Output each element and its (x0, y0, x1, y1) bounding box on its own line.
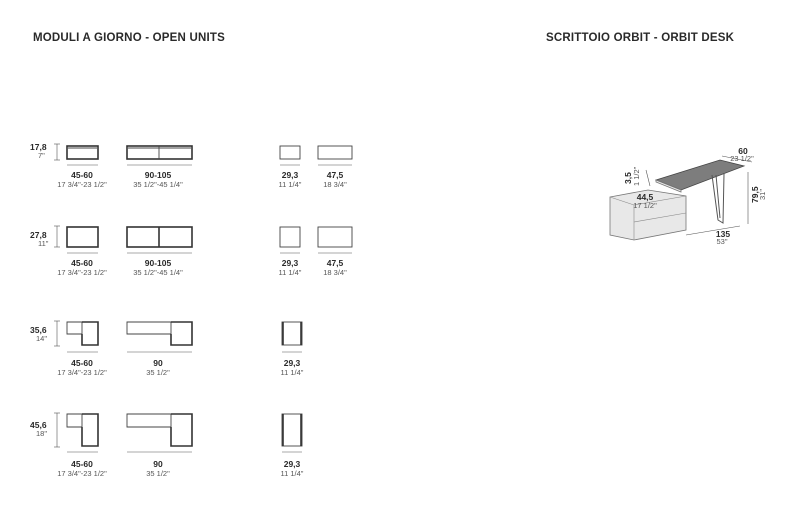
unit-outline (170, 321, 193, 346)
unit-outline (81, 321, 99, 346)
desk-thickness-in: 1 1/2" (632, 166, 641, 186)
width-in: 35 1/2" (146, 469, 170, 478)
orbit-desk-drawing: 60 23 1/2" 3,5 1 1/2" 44,5 17 1/2" 79,5 … (609, 146, 767, 246)
unit-outline (66, 145, 99, 160)
unit-outline (281, 321, 303, 346)
width-in: 11 1/4" (279, 180, 302, 189)
unit-outline (317, 226, 353, 248)
row-3-height-in: 14" (36, 334, 47, 343)
unit-r3-45: 45-60 17 3/4"-23 1/2" (57, 321, 107, 377)
unit-outline (279, 226, 301, 248)
desk-cabinet (609, 189, 687, 241)
width-cm: 47,5 (327, 170, 344, 180)
width-cm: 45-60 (71, 170, 93, 180)
width-cm: 90 (153, 459, 163, 469)
width-in: 17 3/4"-23 1/2" (57, 268, 107, 277)
width-cm: 29,3 (282, 170, 299, 180)
width-cm: 29,3 (284, 459, 301, 469)
row-3-height-cm: 35,6 (30, 325, 47, 335)
unit-outline (281, 413, 303, 447)
unit-outline (317, 145, 353, 160)
unit-outline (81, 413, 99, 447)
width-in: 11 1/4" (281, 368, 304, 377)
width-in: 11 1/4" (279, 268, 302, 277)
unit-outline-back (66, 321, 83, 335)
width-in: 35 1/2" (146, 368, 170, 377)
width-in: 18 3/4" (323, 268, 347, 277)
unit-outline (279, 145, 301, 160)
row-4: 45,6 18" 45-60 17 3/4"-23 1/2" 90 35 1/2… (30, 412, 304, 478)
desk-top-depth-cm: 44,5 (637, 192, 654, 202)
width-in: 17 3/4"-23 1/2" (57, 180, 107, 189)
unit-r2-45: 45-60 17 3/4"-23 1/2" (57, 226, 107, 277)
unit-outline-back (126, 413, 172, 428)
unit-outline (66, 226, 99, 248)
unit-outline-back (126, 321, 172, 335)
desk-depth-in: 23 1/2" (730, 154, 754, 163)
row-1: 17,8 7" 45-60 17 3/4"-23 1/2" 90-105 35 … (30, 142, 353, 189)
open-units-title: MODULI A GIORNO - OPEN UNITS (33, 32, 225, 44)
unit-r4-45: 45-60 17 3/4"-23 1/2" (57, 413, 107, 478)
width-cm: 90-105 (145, 170, 172, 180)
row-1-height-in: 7" (38, 151, 45, 160)
unit-r1-90: 90-105 35 1/2"-45 1/4" (126, 145, 193, 189)
row-2-height-cm: 27,8 (30, 230, 47, 240)
row-2-height-in: 11" (38, 239, 49, 248)
unit-outline (126, 145, 193, 160)
unit-r1-45: 45-60 17 3/4"-23 1/2" (57, 145, 107, 189)
desk-depth-cm: 60 (738, 146, 748, 156)
width-in: 35 1/2"-45 1/4" (133, 268, 183, 277)
unit-outline (170, 413, 193, 447)
desk-width-in: 53" (716, 237, 727, 246)
width-in: 17 3/4"-23 1/2" (57, 469, 107, 478)
unit-outline-back (66, 413, 83, 428)
width-in: 35 1/2"-45 1/4" (133, 180, 183, 189)
desk-height-in: 31" (758, 189, 767, 200)
width-in: 18 3/4" (323, 180, 347, 189)
desk-width-cm: 135 (716, 229, 730, 239)
desk-height-cm: 79,5 (750, 186, 760, 203)
row-3: 35,6 14" 45-60 17 3/4"-23 1/2" 90 35 1/2… (30, 320, 304, 377)
width-in: 11 1/4" (281, 469, 304, 478)
width-cm: 29,3 (284, 358, 301, 368)
unit-r4-29: 29,3 11 1/4" (281, 413, 304, 478)
row-2: 27,8 11" 45-60 17 3/4"-23 1/2" 90-105 35… (30, 225, 353, 277)
width-cm: 29,3 (282, 258, 299, 268)
row-1-height-cm: 17,8 (30, 142, 47, 152)
unit-r1-29: 29,3 11 1/4" (279, 145, 302, 189)
unit-r1-47: 47,5 18 3/4" (317, 145, 353, 189)
unit-r2-90: 90-105 35 1/2"-45 1/4" (126, 226, 193, 277)
unit-r2-29: 29,3 11 1/4" (279, 226, 302, 277)
orbit-desk-title: SCRITTOIO ORBIT - ORBIT DESK (546, 32, 735, 44)
width-cm: 45-60 (71, 258, 93, 268)
width-cm: 47,5 (327, 258, 344, 268)
unit-r3-90: 90 35 1/2" (126, 321, 193, 377)
desk-thickness-cm: 3,5 (623, 172, 633, 184)
desk-top-depth-in: 17 1/2" (633, 201, 657, 210)
unit-r3-29: 29,3 11 1/4" (281, 321, 304, 377)
row-4-height-in: 18" (36, 429, 47, 438)
width-cm: 45-60 (71, 459, 93, 469)
unit-r4-90: 90 35 1/2" (126, 413, 193, 478)
width-cm: 90-105 (145, 258, 172, 268)
width-cm: 45-60 (71, 358, 93, 368)
row-4-height-cm: 45,6 (30, 420, 47, 430)
width-in: 17 3/4"-23 1/2" (57, 368, 107, 377)
unit-r2-47: 47,5 18 3/4" (317, 226, 353, 277)
width-cm: 90 (153, 358, 163, 368)
